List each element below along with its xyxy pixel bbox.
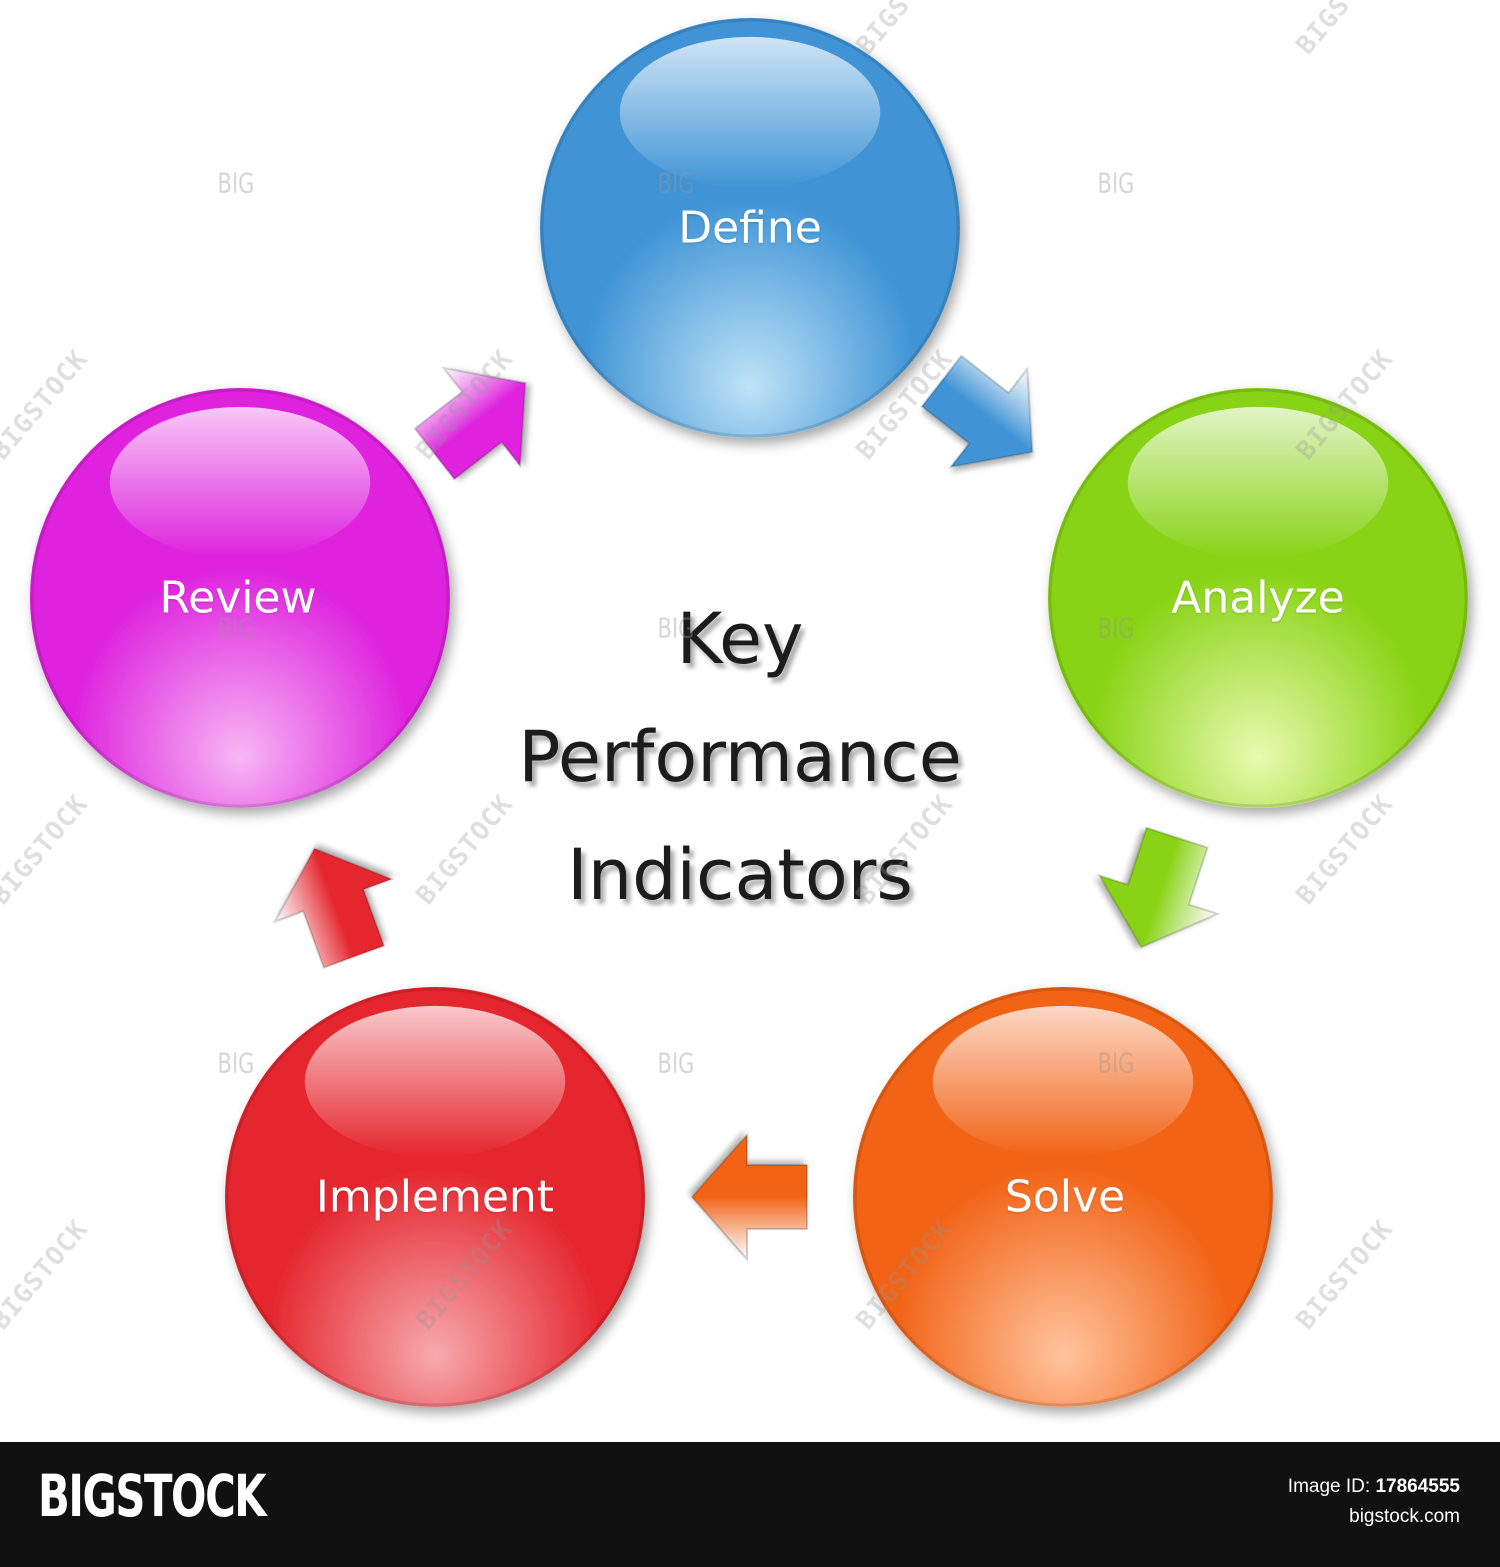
footer-meta: Image ID: 17864555 bigstock.com (1288, 1472, 1460, 1532)
watermark-big: BIG (1097, 1046, 1135, 1080)
node-review (30, 388, 450, 808)
node-implement (225, 987, 645, 1407)
image-id-label: Image ID: (1287, 1476, 1371, 1497)
node-gloss (1127, 406, 1389, 559)
node-define (540, 18, 960, 438)
node-label-implement: Implement (315, 1171, 555, 1223)
footer-site[interactable]: bigstock.com (1349, 1506, 1460, 1527)
watermark-big: BIG (657, 1046, 695, 1080)
image-id-value: 17864555 (1375, 1476, 1460, 1497)
node-analyze (1048, 388, 1468, 808)
node-rim (853, 987, 1273, 1407)
node-solve (853, 987, 1273, 1407)
footer-bar: BIGSTOCK Image ID: 17864555 bigstock.com (0, 1442, 1500, 1567)
watermark-big: BIG (1097, 166, 1135, 200)
title-line: Key (676, 598, 804, 680)
arrow-solve-to-implement (690, 1132, 808, 1262)
node-rim (1048, 388, 1468, 808)
node-rim (540, 18, 960, 438)
node-rim (225, 987, 645, 1407)
arrow-implement-to-review (272, 847, 395, 969)
title-line: Indicators (567, 834, 913, 916)
node-rim (30, 388, 450, 808)
arrow-analyze-to-solve (1097, 826, 1221, 949)
footer-brand-logo: BIGSTOCK (38, 1462, 267, 1530)
arrow-define-to-analyze (920, 354, 1034, 469)
arrow-review-to-define (413, 366, 527, 481)
node-label-solve: Solve (1004, 1171, 1126, 1223)
watermark-big: BIG (217, 611, 255, 645)
watermark-big: BIG (657, 166, 695, 200)
node-label-analyze: Analyze (1171, 572, 1345, 624)
node-gloss (304, 1005, 566, 1158)
watermark-big: BIG (217, 166, 255, 200)
node-gloss (109, 406, 371, 559)
node-gloss (932, 1005, 1194, 1158)
watermark-big: BIG (217, 1046, 255, 1080)
node-label-define: Define (678, 202, 822, 254)
title-line: Performance (518, 716, 962, 798)
diagram-title: Key Performance Indicators (390, 580, 1090, 934)
watermark-big: BIG (1097, 611, 1135, 645)
watermark-big: BIG (657, 611, 695, 645)
cycle-diagram (30, 18, 1468, 1407)
node-label-review: Review (159, 572, 317, 624)
node-gloss (619, 36, 881, 189)
